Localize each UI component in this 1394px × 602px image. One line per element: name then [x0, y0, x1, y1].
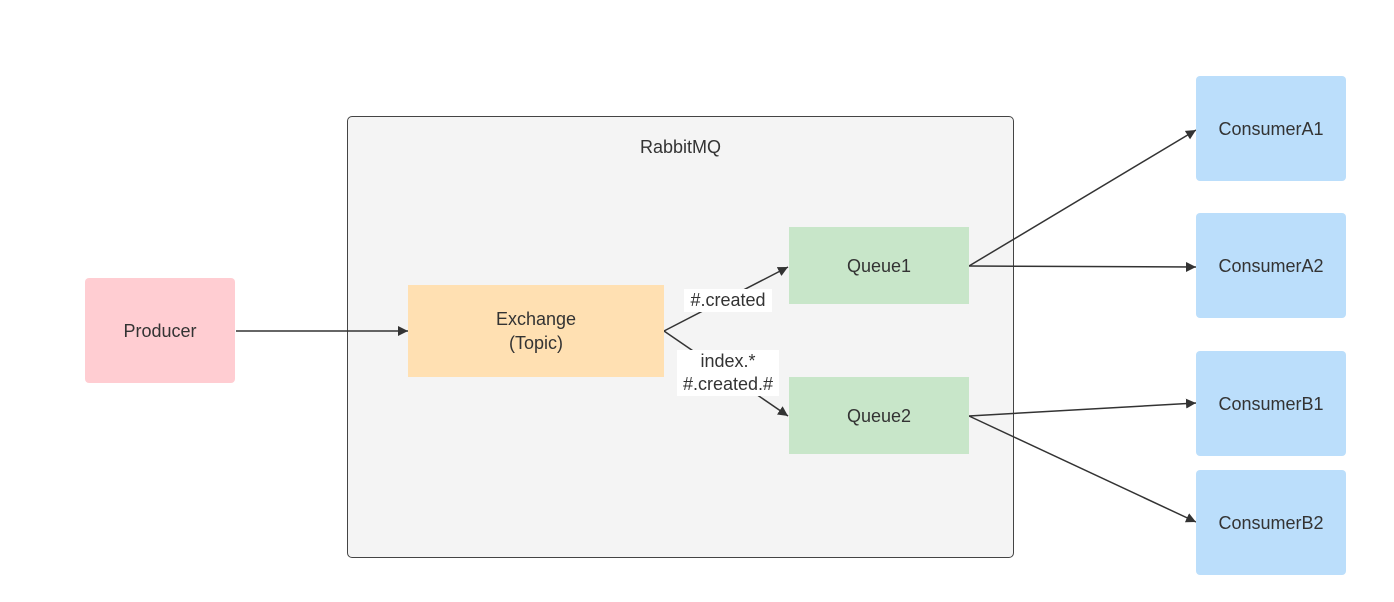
edge-label-queue2-binding-line2: #.created.# [682, 374, 774, 394]
consumer-a2-node: ConsumerA2 [1196, 213, 1346, 318]
edge-queue2-to-consumer-b2 [968, 415, 1197, 523]
exchange-node-name: Exchange [495, 309, 577, 329]
edge-label-queue1-binding: #.created [684, 289, 772, 312]
edge-queue1-to-consumer-a2 [968, 261, 1197, 272]
queue1-node: Queue1 [789, 227, 969, 304]
edge-queue2-to-consumer-b1 [968, 398, 1197, 417]
queue2-node: Queue2 [789, 377, 969, 454]
edge-label-queue2-binding-line1: index.* [700, 351, 756, 371]
exchange-node-type: (Topic) [508, 333, 563, 353]
producer-node: Producer [85, 278, 235, 383]
exchange-node: Exchange (Topic) [408, 285, 664, 377]
edge-queue1-to-consumer-a1 [968, 129, 1197, 267]
consumer-b2-node: ConsumerB2 [1196, 470, 1346, 575]
consumer-b1-node: ConsumerB1 [1196, 351, 1346, 456]
edge-label-queue2-binding: index.* #.created.# [677, 350, 779, 396]
consumer-a1-node: ConsumerA1 [1196, 76, 1346, 181]
rabbitmq-container-title: RabbitMQ [639, 137, 722, 157]
